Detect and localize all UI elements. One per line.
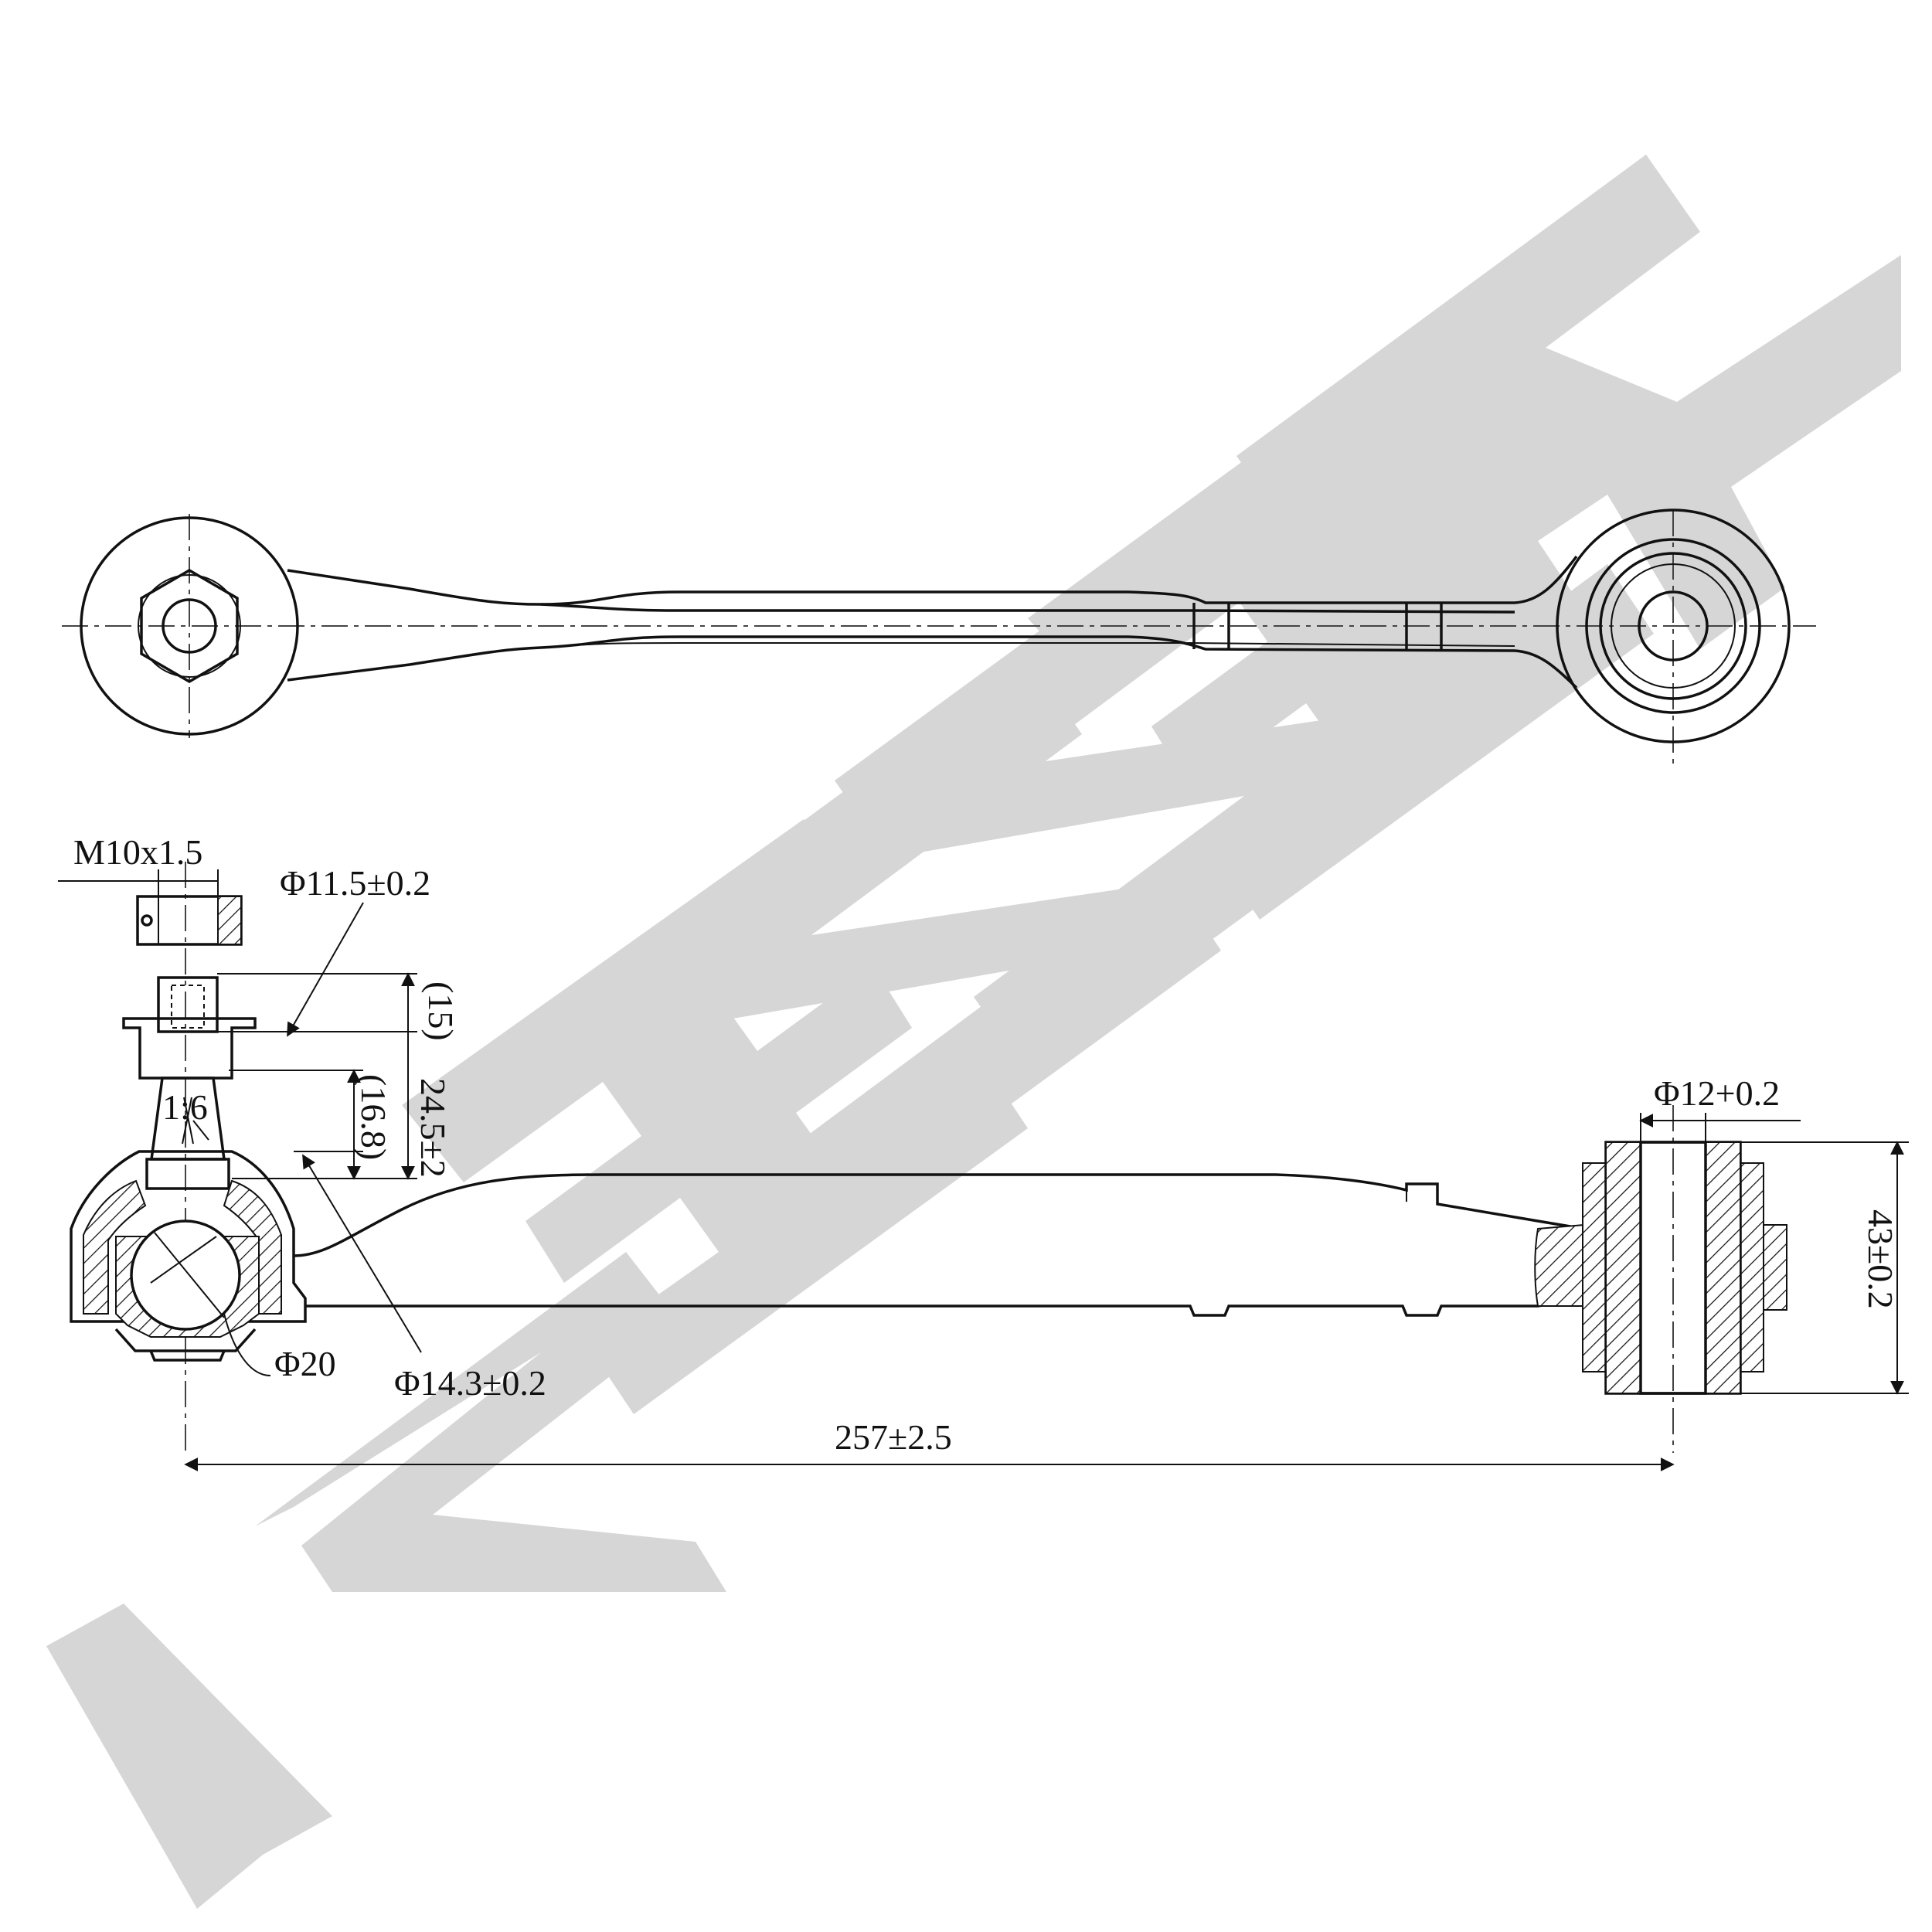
boot-flange (122, 1017, 257, 1080)
nut-pin (141, 914, 153, 927)
watermark-letter-k (1236, 155, 1901, 711)
bushing-bore (1639, 1141, 1707, 1395)
right-eye-outer (1556, 509, 1791, 743)
bushing-outer-right (1740, 1162, 1764, 1372)
arm-weld-transition (1534, 1223, 1585, 1307)
leader-dia-11-5 (287, 902, 364, 1037)
top-view (62, 509, 1816, 765)
hex-nut-top (140, 568, 239, 684)
watermark-letter-n1 (626, 657, 1221, 1244)
right-eye-bushing-2 (1599, 552, 1747, 700)
housing-right-wall (223, 1179, 282, 1315)
arm-top-edge (287, 555, 1578, 606)
label-dia-14-3: Φ14.3±0.2 (394, 1363, 546, 1403)
stud-top (162, 598, 217, 654)
leader-dia-20 (223, 1313, 271, 1376)
label-dia-12: Φ12+0.2 (1654, 1073, 1780, 1113)
right-eye-bushing-1 (1585, 538, 1761, 714)
bushing-stub (1763, 1224, 1787, 1311)
ball-cross-2 (150, 1236, 217, 1284)
thread-shank (157, 976, 219, 1033)
label-taper: 1:6 (162, 1087, 208, 1127)
stud-neck-ring (145, 1158, 230, 1190)
taper-line-b (182, 1097, 192, 1145)
ball (130, 1219, 241, 1331)
arm-bottom-edge (287, 635, 1578, 689)
right-eye-bore (1638, 590, 1709, 662)
arm-top-inner (540, 603, 1515, 614)
label-len-24-5: 24.5±2 (413, 1078, 453, 1178)
arm-side-top-edge (293, 1173, 1585, 1257)
side-view: M10x1.5 Φ11.5±0.2 (15) 24.5±2 (16.8) 1:6… (58, 832, 1909, 1471)
housing-left-wall (83, 1179, 147, 1315)
label-height-43: 43±0.2 (1861, 1209, 1900, 1309)
thread-core (171, 985, 205, 1029)
label-len-16-8: (16.8) (354, 1074, 393, 1160)
label-dia-11-5: Φ11.5±0.2 (280, 863, 430, 903)
nut-side-hatched (217, 896, 242, 945)
right-eye-bushing-3 (1611, 563, 1736, 689)
label-thread: M10x1.5 (73, 832, 202, 872)
ball-cross-1 (154, 1232, 225, 1318)
watermark-chevron (46, 1604, 332, 1909)
watermark-letter-n2 (835, 487, 1430, 1074)
arm-bottom-inner (540, 642, 1515, 648)
hex-nut-chamfer (138, 574, 241, 678)
left-eye-outer (80, 516, 299, 736)
bottom-plug (149, 1350, 226, 1362)
leader-taper (192, 1120, 209, 1141)
housing-outer (70, 1150, 307, 1323)
bushing-rubber-right (1705, 1141, 1741, 1394)
bushing-rubber-left (1605, 1141, 1641, 1394)
bushing-outer-left (1582, 1162, 1607, 1372)
bottom-cap (114, 1328, 257, 1352)
leader-dia-14-3 (302, 1154, 422, 1353)
arm-side-bottom-edge (305, 1297, 1585, 1317)
label-length-257: 257±2.5 (835, 1417, 952, 1457)
taper-line-a (183, 1097, 194, 1145)
label-dia-20: Φ20 (274, 1344, 336, 1383)
watermark-logo (46, 155, 1901, 1909)
label-len-15: (15) (421, 981, 461, 1041)
